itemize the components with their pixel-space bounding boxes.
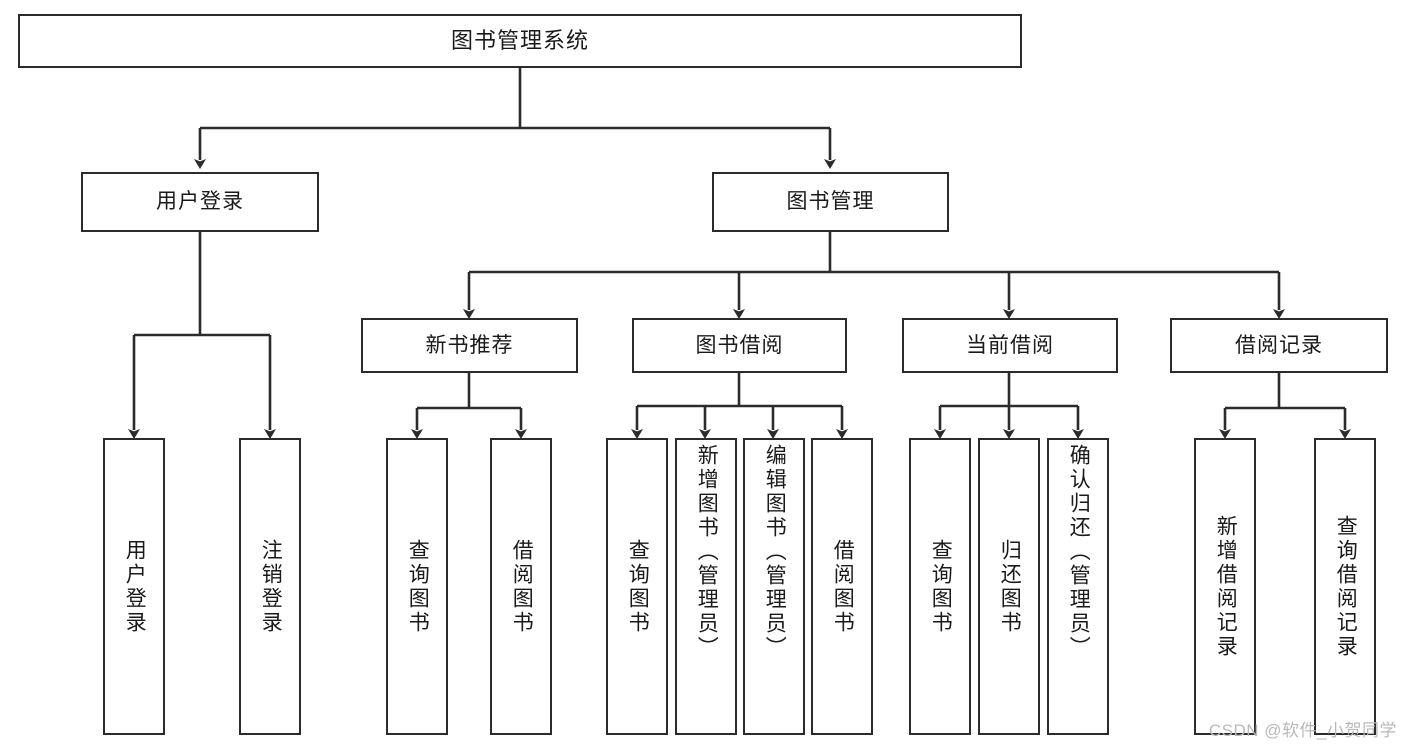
node-book-manage-label: 图书管理 xyxy=(786,190,875,214)
leaf-edit-book-label: 编辑图书（管理员） xyxy=(763,444,787,660)
leaf-logout-login[interactable]: 注销登录 xyxy=(239,438,301,735)
leaf-query-book-1-label: 查询图书 xyxy=(406,538,430,635)
leaf-confirm-return[interactable]: 确认归还（管理员） xyxy=(1047,438,1109,735)
leaf-borrow-book-1-label: 借阅图书 xyxy=(510,538,534,635)
leaf-confirm-return-label: 确认归还（管理员） xyxy=(1067,444,1091,660)
leaf-query-book-2-label: 查询图书 xyxy=(626,538,650,635)
leaf-user-login[interactable]: 用户登录 xyxy=(103,438,165,735)
node-new-book-recommend[interactable]: 新书推荐 xyxy=(361,318,578,373)
leaf-borrow-book-2-label: 借阅图书 xyxy=(831,538,855,635)
node-borrow-record[interactable]: 借阅记录 xyxy=(1170,318,1388,373)
node-user-login[interactable]: 用户登录 xyxy=(81,172,319,232)
leaf-return-book[interactable]: 归还图书 xyxy=(978,438,1040,735)
node-root-label: 图书管理系统 xyxy=(450,27,589,53)
leaf-return-book-label: 归还图书 xyxy=(998,538,1022,635)
leaf-edit-book[interactable]: 编辑图书（管理员） xyxy=(743,438,805,735)
leaf-query-record-label: 查询借阅记录 xyxy=(1334,514,1358,659)
leaf-add-book-label: 新增图书（管理员） xyxy=(695,444,719,660)
node-current-borrow[interactable]: 当前借阅 xyxy=(902,318,1118,373)
leaf-query-book-3[interactable]: 查询图书 xyxy=(909,438,971,735)
leaf-query-book-1[interactable]: 查询图书 xyxy=(386,438,448,735)
leaf-add-record-label: 新增借阅记录 xyxy=(1214,514,1238,659)
node-book-borrow[interactable]: 图书借阅 xyxy=(632,318,847,373)
node-root[interactable]: 图书管理系统 xyxy=(18,14,1022,68)
leaf-query-book-3-label: 查询图书 xyxy=(929,538,953,635)
node-current-borrow-label: 当前借阅 xyxy=(966,333,1054,357)
leaf-borrow-book-1[interactable]: 借阅图书 xyxy=(490,438,552,735)
node-book-borrow-label: 图书借阅 xyxy=(695,333,784,357)
leaf-add-book[interactable]: 新增图书（管理员） xyxy=(675,438,737,735)
leaf-query-record[interactable]: 查询借阅记录 xyxy=(1314,438,1376,735)
node-borrow-record-label: 借阅记录 xyxy=(1235,333,1323,357)
leaf-user-login-label: 用户登录 xyxy=(123,538,147,635)
leaf-logout-login-label: 注销登录 xyxy=(259,538,283,635)
node-user-login-label: 用户登录 xyxy=(156,190,244,214)
leaf-borrow-book-2[interactable]: 借阅图书 xyxy=(811,438,873,735)
leaf-add-record[interactable]: 新增借阅记录 xyxy=(1194,438,1256,735)
csdn-watermark: CSDN @软件_小贺同学 xyxy=(1208,721,1397,740)
node-book-manage[interactable]: 图书管理 xyxy=(712,172,949,232)
node-new-book-recommend-label: 新书推荐 xyxy=(425,333,514,357)
leaf-query-book-2[interactable]: 查询图书 xyxy=(606,438,668,735)
